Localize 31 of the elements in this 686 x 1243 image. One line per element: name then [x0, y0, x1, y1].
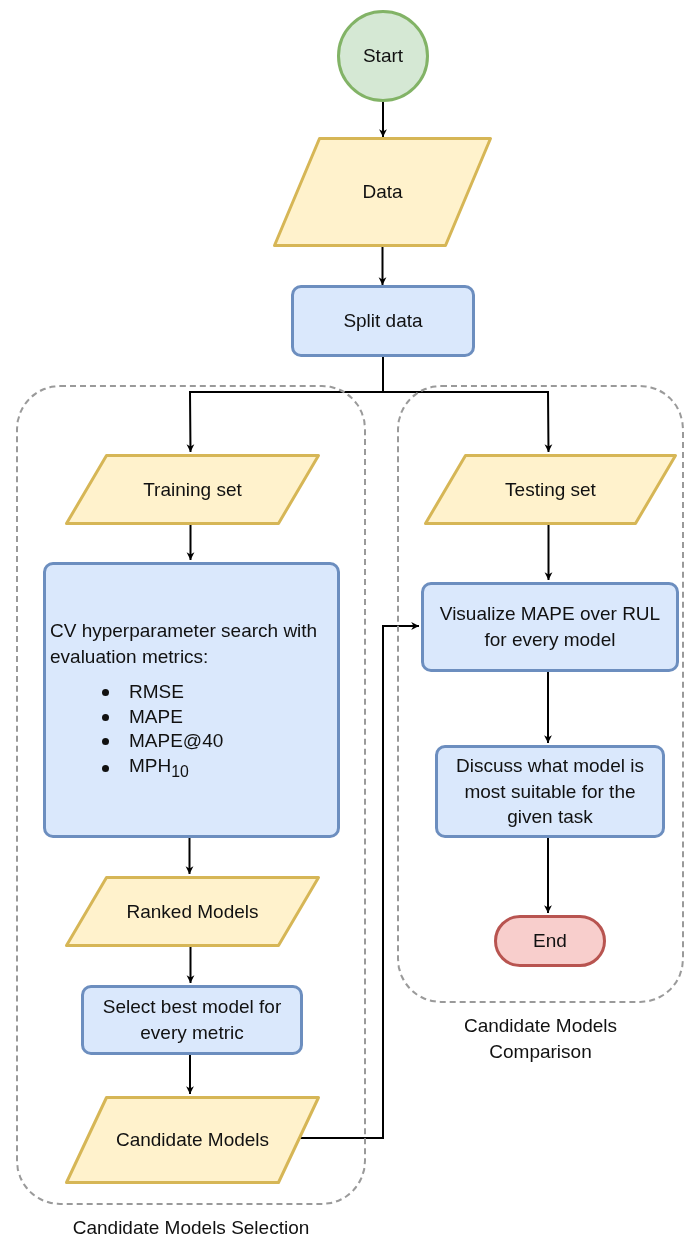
arrow — [378, 246, 387, 286]
process-box — [81, 985, 303, 1055]
bullet-item: RMSE — [129, 680, 184, 704]
node-label: Training set — [143, 477, 242, 502]
process-box — [291, 285, 475, 357]
bullet-item: MAPE@40 — [129, 729, 224, 754]
group-label: Candidate Models Selection — [71, 1216, 311, 1240]
node-label: Data — [362, 180, 403, 205]
data-parallelogram — [65, 1096, 320, 1184]
process-box — [435, 745, 665, 838]
node-label: CV hyperparameter search with evaluation metrics: — [50, 618, 319, 669]
node-label: Split data — [343, 309, 423, 334]
node-label: Visualize MAPE over RUL for every model — [438, 602, 662, 652]
arrow — [379, 101, 387, 138]
end-terminal — [494, 915, 606, 967]
bullet-item: MPH$_{10}$ — [129, 754, 189, 782]
process-box — [43, 562, 340, 838]
data-parallelogram — [424, 454, 677, 525]
node-label: Testing set — [505, 477, 596, 502]
data-parallelogram — [65, 454, 320, 525]
node-label: End — [533, 929, 567, 954]
node-label: Start — [362, 44, 404, 69]
node-label: Candidate Models — [115, 1128, 270, 1153]
group-label: Candidate Models Comparison — [462, 1014, 619, 1064]
bullet-item: MAPE — [129, 704, 183, 729]
data-parallelogram — [273, 137, 492, 247]
node-label: Ranked Models — [126, 899, 259, 924]
process-box — [421, 582, 679, 672]
node-label: Discuss what model is most suitable for the given task — [455, 754, 645, 830]
data-parallelogram — [65, 876, 320, 947]
node-label: Select best model for every metric — [101, 995, 283, 1045]
